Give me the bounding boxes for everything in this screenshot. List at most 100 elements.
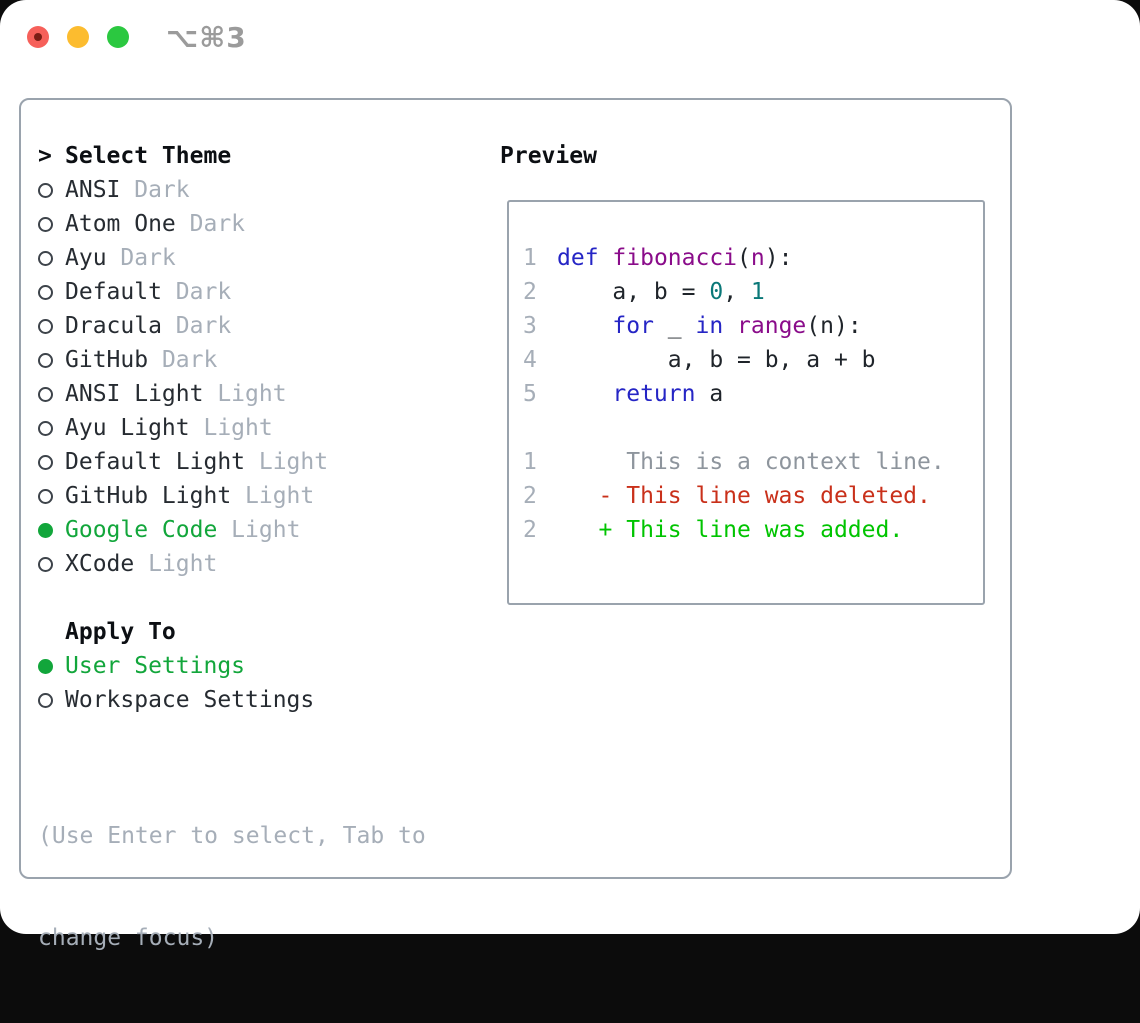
theme-item[interactable]: Default Dark bbox=[38, 275, 328, 309]
radio-icon bbox=[38, 352, 65, 368]
theme-item-variant: Light bbox=[245, 449, 329, 475]
theme-item-variant: Dark bbox=[148, 347, 218, 373]
token-fn: fibonacci bbox=[612, 245, 738, 271]
theme-list-header: > Select Theme bbox=[38, 139, 328, 173]
radio-icon bbox=[38, 488, 65, 504]
theme-item-name: ANSI Light bbox=[65, 381, 204, 407]
focus-prompt-icon: > bbox=[38, 143, 52, 169]
theme-item-name: Dracula bbox=[65, 313, 162, 339]
radio-icon bbox=[38, 250, 65, 266]
token-plain: a bbox=[695, 381, 724, 407]
radio-icon bbox=[38, 216, 65, 232]
theme-item[interactable]: Ayu Dark bbox=[38, 241, 328, 275]
ring-shape bbox=[38, 250, 53, 266]
theme-item-name: GitHub Light bbox=[65, 483, 232, 509]
line-number: 2 bbox=[523, 483, 537, 509]
theme-item-name: Ayu Light bbox=[65, 415, 190, 441]
token-kw: in bbox=[695, 313, 724, 339]
line-number: 1 bbox=[523, 245, 537, 271]
theme-item-variant: Light bbox=[231, 483, 315, 509]
theme-item-variant: Light bbox=[189, 415, 273, 441]
theme-item-variant: Dark bbox=[106, 245, 176, 271]
ring-shape bbox=[38, 692, 53, 708]
ring-shape bbox=[38, 216, 53, 232]
apply-to-header-row: Apply To bbox=[38, 615, 314, 649]
theme-item[interactable]: Google Code Light bbox=[38, 513, 328, 547]
theme-item-name: Google Code bbox=[65, 517, 218, 543]
token-plain: ( bbox=[737, 245, 751, 271]
help-text: (Use Enter to select, Tab to change focu… bbox=[38, 751, 426, 1023]
diff-text: This is a context line. bbox=[557, 449, 945, 475]
help-line-1: (Use Enter to select, Tab to bbox=[38, 823, 426, 849]
ring-shape bbox=[38, 420, 53, 436]
help-line-2: change focus) bbox=[38, 925, 219, 951]
token-lit: 0 bbox=[709, 279, 724, 305]
apply-to-option[interactable]: Workspace Settings bbox=[38, 683, 314, 717]
theme-item[interactable]: GitHub Light Light bbox=[38, 479, 328, 513]
token-plain: , bbox=[723, 279, 751, 305]
minimize-button[interactable] bbox=[67, 26, 89, 48]
apply-to-option-label: Workspace Settings bbox=[65, 687, 315, 713]
filled-dot bbox=[38, 522, 53, 538]
theme-item[interactable]: ANSI Light Light bbox=[38, 377, 328, 411]
window-title: ⌥⌘3 bbox=[166, 21, 247, 54]
radio-selected-icon bbox=[38, 658, 65, 674]
apply-to-option[interactable]: User Settings bbox=[38, 649, 314, 683]
token-fn: range bbox=[737, 313, 807, 339]
theme-item-name: Default bbox=[65, 279, 162, 305]
code-text: a, b = 0, 1 bbox=[557, 279, 764, 305]
theme-item-variant: Light bbox=[203, 381, 287, 407]
code-line: 2 a, b = 0, 1 bbox=[523, 275, 975, 309]
theme-item[interactable]: Ayu Light Light bbox=[38, 411, 328, 445]
code-text: for _ in range(n): bbox=[557, 313, 862, 339]
radio-icon bbox=[38, 454, 65, 470]
theme-item[interactable]: ANSI Dark bbox=[38, 173, 328, 207]
theme-item[interactable]: XCode Light bbox=[38, 547, 328, 581]
ring-shape bbox=[38, 488, 53, 504]
select-theme-title: Select Theme bbox=[65, 143, 232, 169]
filled-dot bbox=[38, 658, 53, 674]
ring-shape bbox=[38, 386, 53, 402]
apply-to-option-label: User Settings bbox=[65, 653, 246, 679]
diff-text: - This line was deleted. bbox=[557, 483, 931, 509]
code-line: 4 a, b = b, a + b bbox=[523, 343, 975, 377]
line-number: 4 bbox=[523, 347, 537, 373]
radio-icon bbox=[38, 318, 65, 334]
ring-shape bbox=[38, 182, 53, 198]
diff-line-add: 2 + This line was added. bbox=[523, 513, 975, 547]
token-plain: (n): bbox=[806, 313, 862, 339]
ring-shape bbox=[38, 352, 53, 368]
zoom-button[interactable] bbox=[107, 26, 129, 48]
theme-item-variant: Dark bbox=[161, 279, 232, 305]
code-text: a, b = b, a + b bbox=[557, 347, 876, 373]
theme-item-name: Ayu bbox=[65, 245, 107, 271]
theme-item[interactable]: GitHub Dark bbox=[38, 343, 328, 377]
line-number: 5 bbox=[523, 381, 537, 407]
token-plain bbox=[557, 313, 612, 339]
theme-item-variant: Dark bbox=[120, 177, 190, 203]
token-plain: _ bbox=[653, 313, 696, 339]
theme-item-name: ANSI bbox=[65, 177, 121, 203]
radio-icon bbox=[38, 692, 65, 708]
radio-icon bbox=[38, 284, 65, 300]
token-kw: for bbox=[612, 313, 654, 339]
radio-icon bbox=[38, 182, 65, 198]
token-plain: ): bbox=[764, 245, 793, 271]
ring-shape bbox=[38, 454, 53, 470]
theme-item[interactable]: Atom One Dark bbox=[38, 207, 328, 241]
radio-icon bbox=[38, 420, 65, 436]
theme-item[interactable]: Default Light Light bbox=[38, 445, 328, 479]
close-button[interactable] bbox=[27, 26, 49, 48]
code-line: 5 return a bbox=[523, 377, 975, 411]
diff-line-del: 2 - This line was deleted. bbox=[523, 479, 975, 513]
ring-shape bbox=[38, 556, 53, 572]
line-number: 3 bbox=[523, 313, 537, 339]
theme-item-name: Default Light bbox=[65, 449, 246, 475]
theme-item[interactable]: Dracula Dark bbox=[38, 309, 328, 343]
